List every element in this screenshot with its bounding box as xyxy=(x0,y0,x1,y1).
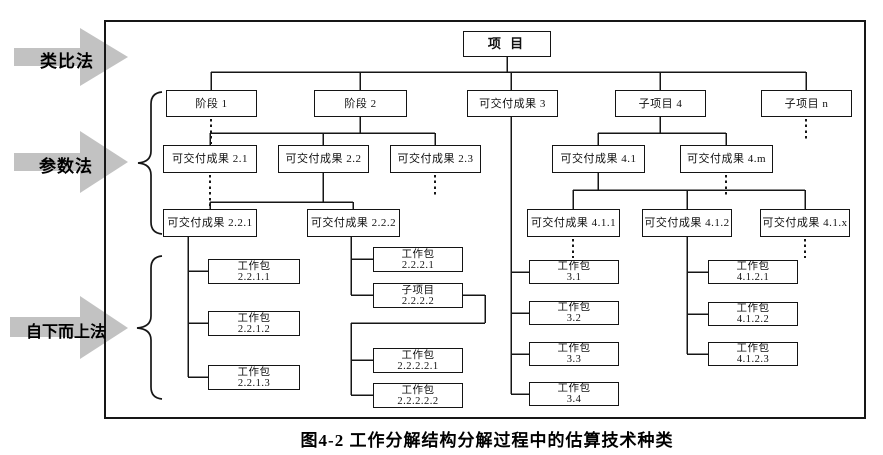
method-label-analogy: 类比法 xyxy=(40,52,94,71)
node-number: 3.3 xyxy=(566,354,582,365)
node-number: 2.2.1.1 xyxy=(237,271,271,283)
parametric-brace xyxy=(137,91,163,235)
node-label: 工作包 xyxy=(557,383,591,394)
node-label: 可交付成果 3 xyxy=(479,97,546,110)
node-label: 工作包 xyxy=(736,261,770,272)
node-deliv3: 可交付成果 3 xyxy=(467,90,558,117)
node-d41: 可交付成果 4.1 xyxy=(552,145,645,173)
node-number: 2.2.1.3 xyxy=(237,377,271,389)
node-label: 阶段 2 xyxy=(344,97,377,110)
node-label: 工作包 xyxy=(401,384,435,396)
node-d23: 可交付成果 2.3 xyxy=(390,145,481,173)
node-subproj4: 子项目 4 xyxy=(615,90,706,117)
node-label: 子项目 4 xyxy=(638,97,683,110)
node-d4m: 可交付成果 4.m xyxy=(680,145,773,173)
node-number: 2.2.1.2 xyxy=(237,323,271,335)
figure-caption: 图4-2 工作分解结构分解过程中的估算技术种类 xyxy=(300,431,674,450)
diagram-border xyxy=(104,20,866,419)
node-label: 工作包 xyxy=(237,260,271,272)
node-number: 2.2.2.2 xyxy=(401,295,435,307)
node-number: 4.1.2.3 xyxy=(736,354,770,365)
node-label: 工作包 xyxy=(237,312,271,324)
node-label: 子项目 xyxy=(401,284,435,296)
node-d22: 可交付成果 2.2 xyxy=(278,145,369,173)
node-stage1: 阶段 1 xyxy=(166,90,257,117)
node-d221: 可交付成果 2.2.1 xyxy=(163,209,257,237)
node-d41x: 可交付成果 4.1.x xyxy=(760,209,850,237)
node-label: 工作包 xyxy=(736,303,770,314)
node-label: 工作包 xyxy=(557,302,591,313)
node-label: 可交付成果 4.1.1 xyxy=(530,217,617,229)
node-label: 子项目 n xyxy=(784,97,829,110)
node-number: 2.2.2.2.2 xyxy=(397,395,439,407)
node-number: 3.2 xyxy=(566,313,582,324)
node-number: 4.1.2.1 xyxy=(736,272,770,283)
parametric-arrow-icon xyxy=(14,131,128,193)
node-label: 可交付成果 2.2.1 xyxy=(167,217,253,229)
node-label: 可交付成果 4.1.x xyxy=(762,217,848,229)
bottom-up-brace xyxy=(136,255,163,400)
node-d411: 可交付成果 4.1.1 xyxy=(527,209,620,237)
node-stage2: 阶段 2 xyxy=(314,90,407,117)
node-label: 可交付成果 2.3 xyxy=(397,153,474,165)
node-number: 3.1 xyxy=(566,272,582,283)
node-label: 可交付成果 2.2 xyxy=(285,153,362,165)
node-label: 工作包 xyxy=(237,366,271,378)
node-d21: 可交付成果 2.1 xyxy=(163,145,257,173)
method-label-bottom-up: 自下而上法 xyxy=(25,324,106,341)
node-label: 可交付成果 4.1 xyxy=(560,153,637,165)
node-number: 3.4 xyxy=(566,394,582,405)
node-subprojn: 子项目 n xyxy=(761,90,852,117)
method-label-parametric: 参数法 xyxy=(39,157,93,176)
dotted-continuation-lines xyxy=(209,119,807,258)
node-project: 项 目 xyxy=(463,31,551,57)
node-d222: 可交付成果 2.2.2 xyxy=(307,209,400,237)
node-label: 工作包 xyxy=(557,343,591,354)
node-number: 2.2.2.1 xyxy=(401,259,435,271)
node-d412: 可交付成果 4.1.2 xyxy=(642,209,732,237)
node-label: 工作包 xyxy=(401,349,435,361)
node-label: 项 目 xyxy=(487,36,527,51)
node-label: 可交付成果 2.2.2 xyxy=(310,217,397,229)
analogy-arrow-icon xyxy=(14,28,128,86)
node-label: 可交付成果 2.1 xyxy=(172,153,248,165)
node-label: 工作包 xyxy=(736,343,770,354)
node-label: 工作包 xyxy=(401,248,435,260)
node-number: 4.1.2.2 xyxy=(736,314,770,325)
node-number: 2.2.2.2.1 xyxy=(397,360,439,372)
node-label: 工作包 xyxy=(557,261,591,272)
node-label: 阶段 1 xyxy=(195,97,228,110)
node-label: 可交付成果 4.1.2 xyxy=(644,217,730,229)
node-label: 可交付成果 4.m xyxy=(686,153,767,165)
bottom-up-arrow-icon xyxy=(10,296,128,359)
